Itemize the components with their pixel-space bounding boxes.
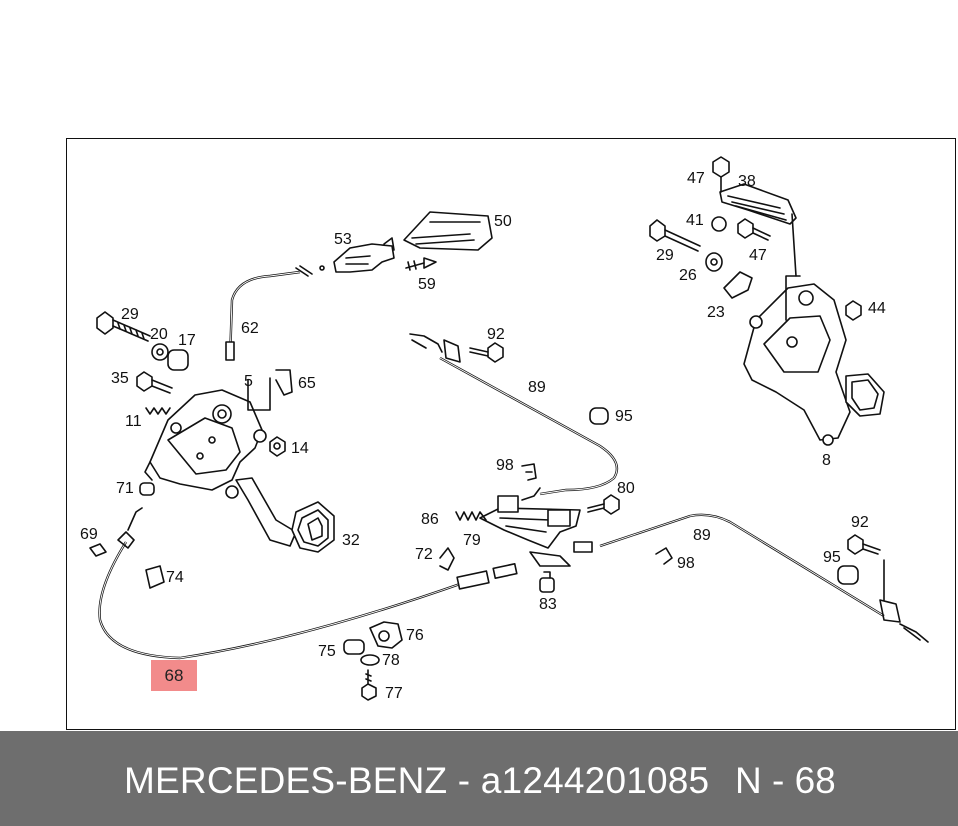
clip-72-drawing <box>439 547 455 571</box>
label-29-right[interactable]: 29 <box>656 247 674 264</box>
bolt-47-top-drawing <box>712 156 730 193</box>
bracket-38-drawing <box>719 183 797 277</box>
label-23[interactable]: 23 <box>707 304 725 321</box>
label-8[interactable]: 8 <box>822 452 831 469</box>
clip-98-lower-drawing <box>655 547 673 565</box>
label-69[interactable]: 69 <box>80 526 98 543</box>
bolt-47-mid-drawing <box>737 218 771 241</box>
lever-79-drawing <box>479 495 581 549</box>
label-26[interactable]: 26 <box>679 267 697 284</box>
label-11[interactable]: 11 <box>125 413 142 430</box>
bolt-29-left-drawing <box>96 311 151 342</box>
clip-5-drawing <box>247 377 271 411</box>
label-71[interactable]: 71 <box>116 480 134 497</box>
label-29-left[interactable]: 29 <box>121 306 139 323</box>
label-59[interactable]: 59 <box>418 276 436 293</box>
bushing-95-mid-drawing <box>589 407 609 425</box>
label-86[interactable]: 86 <box>421 511 439 528</box>
highlighted-part-number: 68 <box>164 665 184 685</box>
label-78[interactable]: 78 <box>382 652 400 669</box>
spring-86-drawing <box>455 511 487 521</box>
bolt-80-drawing <box>587 494 620 515</box>
label-47-top[interactable]: 47 <box>687 170 705 187</box>
label-5[interactable]: 5 <box>244 373 253 390</box>
label-44[interactable]: 44 <box>868 300 886 317</box>
label-35[interactable]: 35 <box>111 370 129 387</box>
label-77[interactable]: 77 <box>385 685 403 702</box>
bushing-17-drawing <box>167 349 189 371</box>
label-79[interactable]: 79 <box>463 532 481 549</box>
footer-reference: N - 68 <box>735 760 836 801</box>
label-75[interactable]: 75 <box>318 643 336 660</box>
sleeve-75-drawing <box>343 639 365 655</box>
label-83[interactable]: 83 <box>539 596 557 613</box>
bushing-95-right-drawing <box>837 565 859 585</box>
clip-74-drawing <box>145 565 165 589</box>
spring-11-drawing <box>145 407 171 415</box>
bolt-83-drawing <box>539 571 555 593</box>
label-47-mid[interactable]: 47 <box>749 247 767 264</box>
label-14[interactable]: 14 <box>291 440 309 457</box>
label-76[interactable]: 76 <box>406 627 424 644</box>
holder-76-drawing <box>369 621 403 649</box>
bolt-92-right-drawing <box>847 534 881 555</box>
label-38[interactable]: 38 <box>738 173 756 190</box>
screw-59-drawing <box>405 257 437 271</box>
clip-98-mid-drawing <box>521 463 537 481</box>
bolt-29-right-drawing <box>649 219 701 252</box>
washer-26-drawing <box>705 252 723 272</box>
bracket-23-drawing <box>723 271 753 299</box>
footer-brand-part-number: MERCEDES-BENZ - a1244201085 <box>124 760 710 801</box>
label-41[interactable]: 41 <box>686 212 704 229</box>
cable-89-lower-drawing <box>573 513 929 643</box>
pedal-assembly-right-drawing <box>743 275 885 446</box>
nut-44-drawing <box>845 300 862 321</box>
screw-77-drawing <box>361 669 377 701</box>
clip-65-drawing <box>275 369 293 396</box>
pedal-bracket-drawing <box>144 389 335 553</box>
label-62[interactable]: 62 <box>241 320 259 337</box>
label-92-mid[interactable]: 92 <box>487 326 505 343</box>
label-53[interactable]: 53 <box>334 231 352 248</box>
label-32[interactable]: 32 <box>342 532 360 549</box>
label-98-mid[interactable]: 98 <box>496 457 514 474</box>
label-80[interactable]: 80 <box>617 480 635 497</box>
part-53-drawing <box>333 237 395 273</box>
clip-69-drawing <box>89 543 107 557</box>
highlighted-part-label[interactable]: 68 <box>151 660 197 691</box>
cable-89-upper-drawing <box>409 333 619 501</box>
nut-14-drawing <box>269 436 286 457</box>
label-95-mid[interactable]: 95 <box>615 408 633 425</box>
label-95-right[interactable]: 95 <box>823 549 841 566</box>
bolt-35-drawing <box>136 371 173 394</box>
label-89-lower[interactable]: 89 <box>693 527 711 544</box>
label-50[interactable]: 50 <box>494 213 512 230</box>
bolt-92-mid-drawing <box>469 342 504 363</box>
plate-72-drawing <box>529 551 571 567</box>
cable-68-drawing <box>98 507 518 660</box>
nut-41-drawing <box>711 216 727 232</box>
part-71-drawing <box>139 482 155 496</box>
label-89-upper[interactable]: 89 <box>528 379 546 396</box>
cable-62-drawing <box>225 265 325 361</box>
washer-78-drawing <box>360 654 380 666</box>
label-17[interactable]: 17 <box>178 332 196 349</box>
label-20[interactable]: 20 <box>150 326 168 343</box>
label-65[interactable]: 65 <box>298 375 316 392</box>
footer-bar <box>0 731 958 826</box>
washer-20-drawing <box>151 343 169 361</box>
label-98-lower[interactable]: 98 <box>677 555 695 572</box>
label-92-right[interactable]: 92 <box>851 514 869 531</box>
label-74[interactable]: 74 <box>166 569 184 586</box>
label-72[interactable]: 72 <box>415 546 433 563</box>
pad-50-drawing <box>403 211 493 251</box>
